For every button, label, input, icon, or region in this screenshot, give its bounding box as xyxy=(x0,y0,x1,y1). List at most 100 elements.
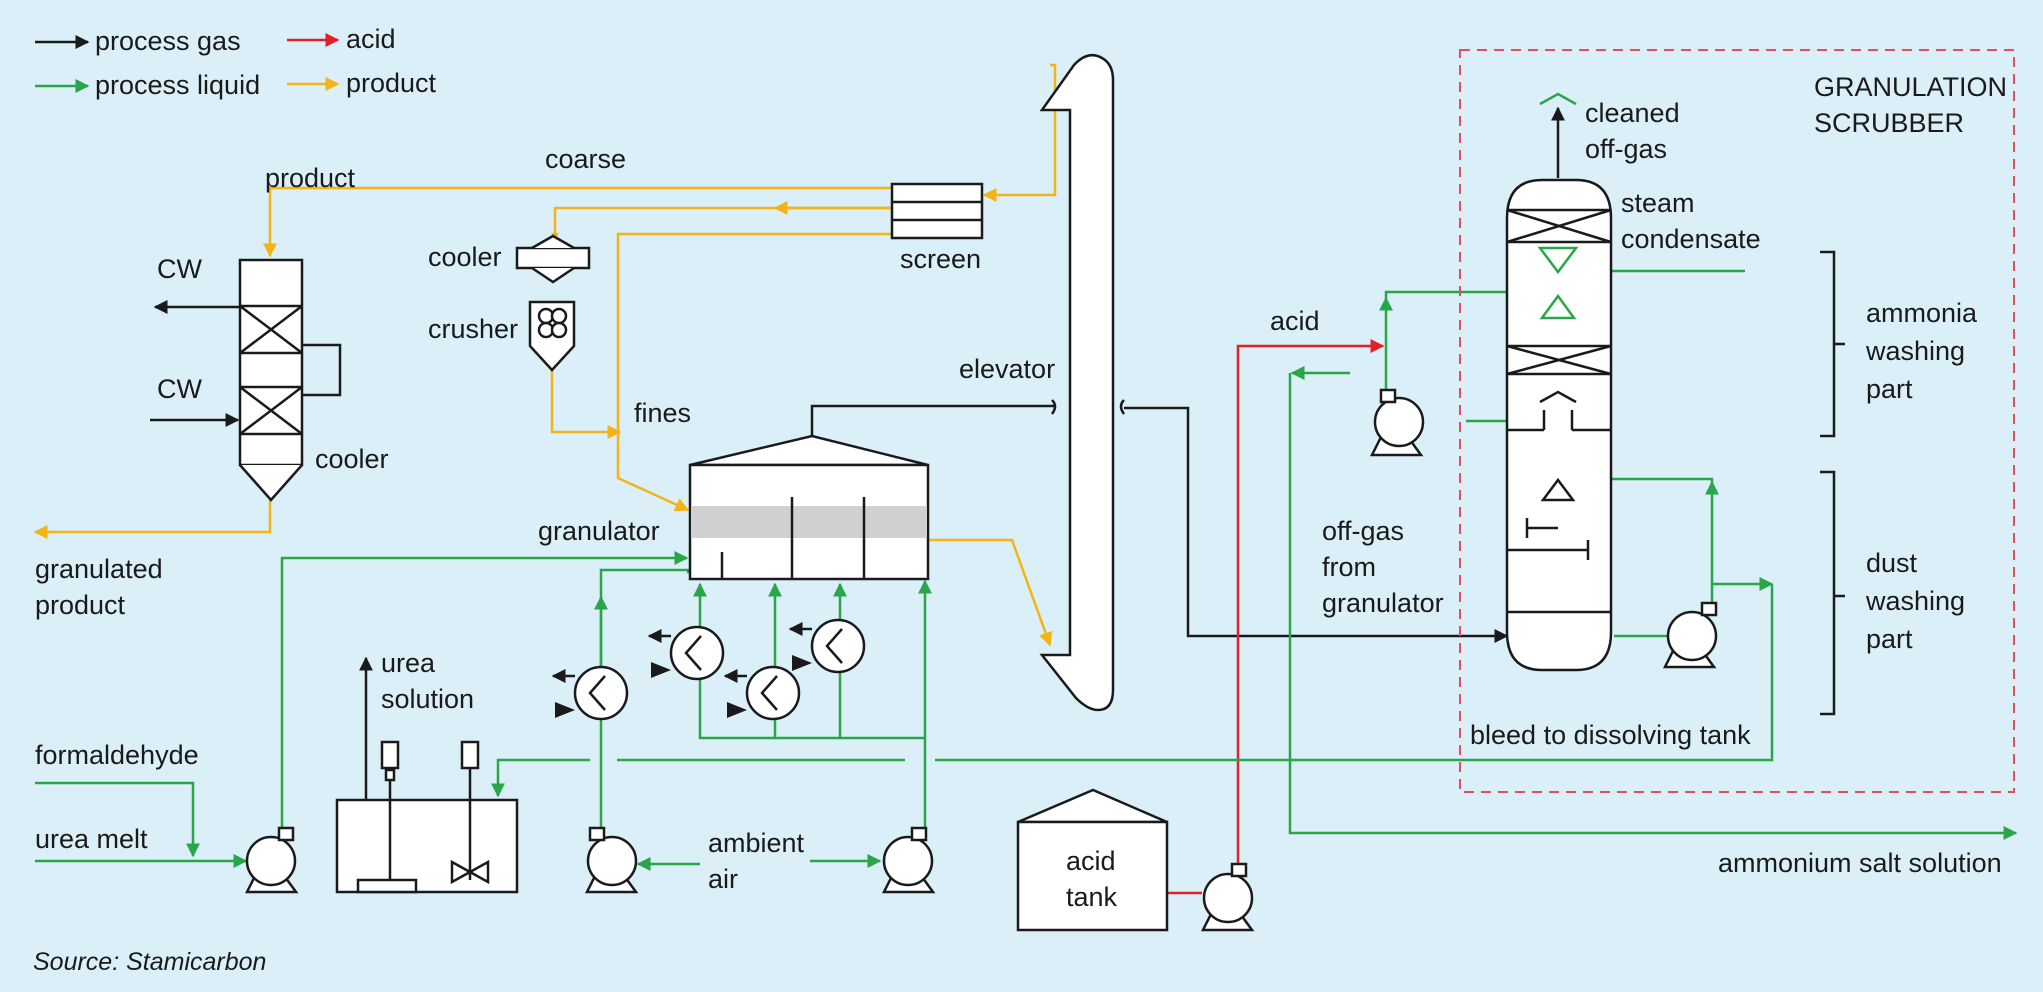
scrubber-title-1: GRANULATION xyxy=(1814,72,2007,102)
acid-lines xyxy=(1167,339,1385,895)
centrifugal-pump-icon xyxy=(1369,388,1425,457)
bleed-label: bleed to dissolving tank xyxy=(1470,720,1751,750)
cooler-cone xyxy=(239,464,303,502)
centrifugal-pump-icon xyxy=(881,826,936,894)
bleed-line xyxy=(935,584,1774,762)
small-cooler xyxy=(515,234,591,284)
heat-exchanger-icon xyxy=(647,625,725,681)
elevator-label: elevator xyxy=(959,354,1055,384)
ammonia-label-2: washing xyxy=(1865,336,1965,366)
ambient-air-label-2: air xyxy=(708,864,738,894)
crusher-label: crusher xyxy=(428,314,518,344)
granulated-product-label-2: product xyxy=(35,590,126,620)
urea-solution-label-2: solution xyxy=(381,684,474,714)
product-cooler xyxy=(238,258,342,502)
legend-product-label: product xyxy=(346,68,437,98)
elevator-squiggle-left xyxy=(1050,399,1057,415)
centrifugal-pump-icon xyxy=(584,826,639,894)
acid-tank-body xyxy=(1016,820,1169,932)
screen-fines-line xyxy=(616,232,892,512)
urea-pump-to-granulator-line xyxy=(280,551,689,829)
steam-condensate-label-1: steam xyxy=(1621,188,1695,218)
ammonia-label-3: part xyxy=(1866,374,1913,404)
fines-label: fines xyxy=(634,398,691,428)
cleaned-offgas-label-1: cleaned xyxy=(1585,98,1680,128)
offgas-to-scrubber-line xyxy=(1124,406,1509,643)
acid-tank xyxy=(1016,788,1169,932)
elevator-body xyxy=(1039,53,1115,712)
heat-exchanger-icon xyxy=(723,665,801,721)
acid-to-scrubber-line xyxy=(1236,339,1385,870)
offgas-label-2: from xyxy=(1322,552,1376,582)
dust-label-3: part xyxy=(1866,624,1913,654)
granulator-label: granulator xyxy=(538,516,660,546)
granulator xyxy=(688,434,930,581)
product-lines xyxy=(33,63,1057,647)
acid-tank-roof xyxy=(1017,788,1168,824)
elevator-to-screen-line xyxy=(982,63,1057,202)
cooler-top-label: cooler xyxy=(428,242,502,272)
small-cooler-body xyxy=(515,246,591,270)
cooler-side-label: cooler xyxy=(315,444,389,474)
pumps xyxy=(244,388,1718,932)
ambient-air-label-1: ambient xyxy=(708,828,805,858)
elevator-squiggle-right xyxy=(1119,399,1126,415)
scrubber-shell xyxy=(1505,178,1613,672)
dust-top-feed xyxy=(1566,477,1714,482)
dust-label-2: washing xyxy=(1865,586,1965,616)
heat-exchanger-icon xyxy=(551,665,629,721)
process-liquid-lines xyxy=(35,264,2018,871)
dust-washing-bracket xyxy=(1820,470,1845,716)
acid-tank-label-1: acid xyxy=(1066,846,1116,876)
dust-label-1: dust xyxy=(1866,548,1918,578)
cw-out-label: CW xyxy=(157,254,202,284)
heat-exchanger-icon xyxy=(788,618,866,674)
coarse-label: coarse xyxy=(545,144,626,174)
labels: product coarse CW CW cooler cooler crush… xyxy=(33,72,2007,976)
granulated-product-label-1: granulated xyxy=(35,554,163,584)
urea-solution-label-1: urea xyxy=(381,648,436,678)
cw-in-label: CW xyxy=(157,374,202,404)
cleaned-offgas-cap-icon xyxy=(1539,92,1577,106)
legend: process gas acid process liquid product xyxy=(35,24,437,100)
granulator-bed xyxy=(691,506,927,538)
centrifugal-pump-icon xyxy=(1200,862,1255,932)
ammonia-label-1: ammonia xyxy=(1866,298,1978,328)
centrifugal-pump-icon xyxy=(244,826,299,894)
granulator-offgas-to-elevator xyxy=(810,404,1056,436)
legend-process-liquid-label: process liquid xyxy=(95,70,260,100)
air-heater-to-granulator xyxy=(599,568,695,676)
acid-label: acid xyxy=(1270,306,1320,336)
cooler-to-granulated-product-line xyxy=(33,500,272,539)
bucket-elevator xyxy=(1039,53,1115,712)
screen xyxy=(890,182,984,240)
ammonia-top-feed xyxy=(1384,290,1550,298)
offgas-label-3: granulator xyxy=(1322,588,1444,618)
urea-melt-label: urea melt xyxy=(35,824,148,854)
process-gas-lines xyxy=(150,106,1565,800)
acid-tank-label-2: tank xyxy=(1066,882,1118,912)
agitator-icon xyxy=(380,740,400,770)
urea-tank-body xyxy=(335,798,519,894)
formaldehyde-label: formaldehyde xyxy=(35,740,199,770)
scrubber-column xyxy=(1505,92,1613,672)
legend-process-gas-label: process gas xyxy=(95,26,241,56)
granulation-scrubber-boundary xyxy=(1459,49,2015,793)
steam-condensate-label-2: condensate xyxy=(1621,224,1761,254)
offgas-label-1: off-gas xyxy=(1322,516,1404,546)
bleed-to-urea-tank-2 xyxy=(491,758,590,798)
screen-to-product-line xyxy=(263,186,892,258)
screen-body xyxy=(890,182,984,240)
granulator-roof xyxy=(689,434,929,467)
source-label: Source: Stamicarbon xyxy=(33,948,266,976)
crusher xyxy=(528,300,576,372)
cleaned-offgas-label-2: off-gas xyxy=(1585,134,1667,164)
formaldehyde-line xyxy=(35,781,200,858)
cooler-bypass-loop xyxy=(302,343,342,397)
ammonium-salt-label: ammonium salt solution xyxy=(1718,848,2002,878)
centrifugal-pump-icon xyxy=(1662,601,1718,669)
legend-acid-label: acid xyxy=(346,24,396,54)
air-heaters xyxy=(551,618,866,721)
product-label: product xyxy=(265,163,356,193)
crusher-to-granulator-line xyxy=(550,368,622,439)
